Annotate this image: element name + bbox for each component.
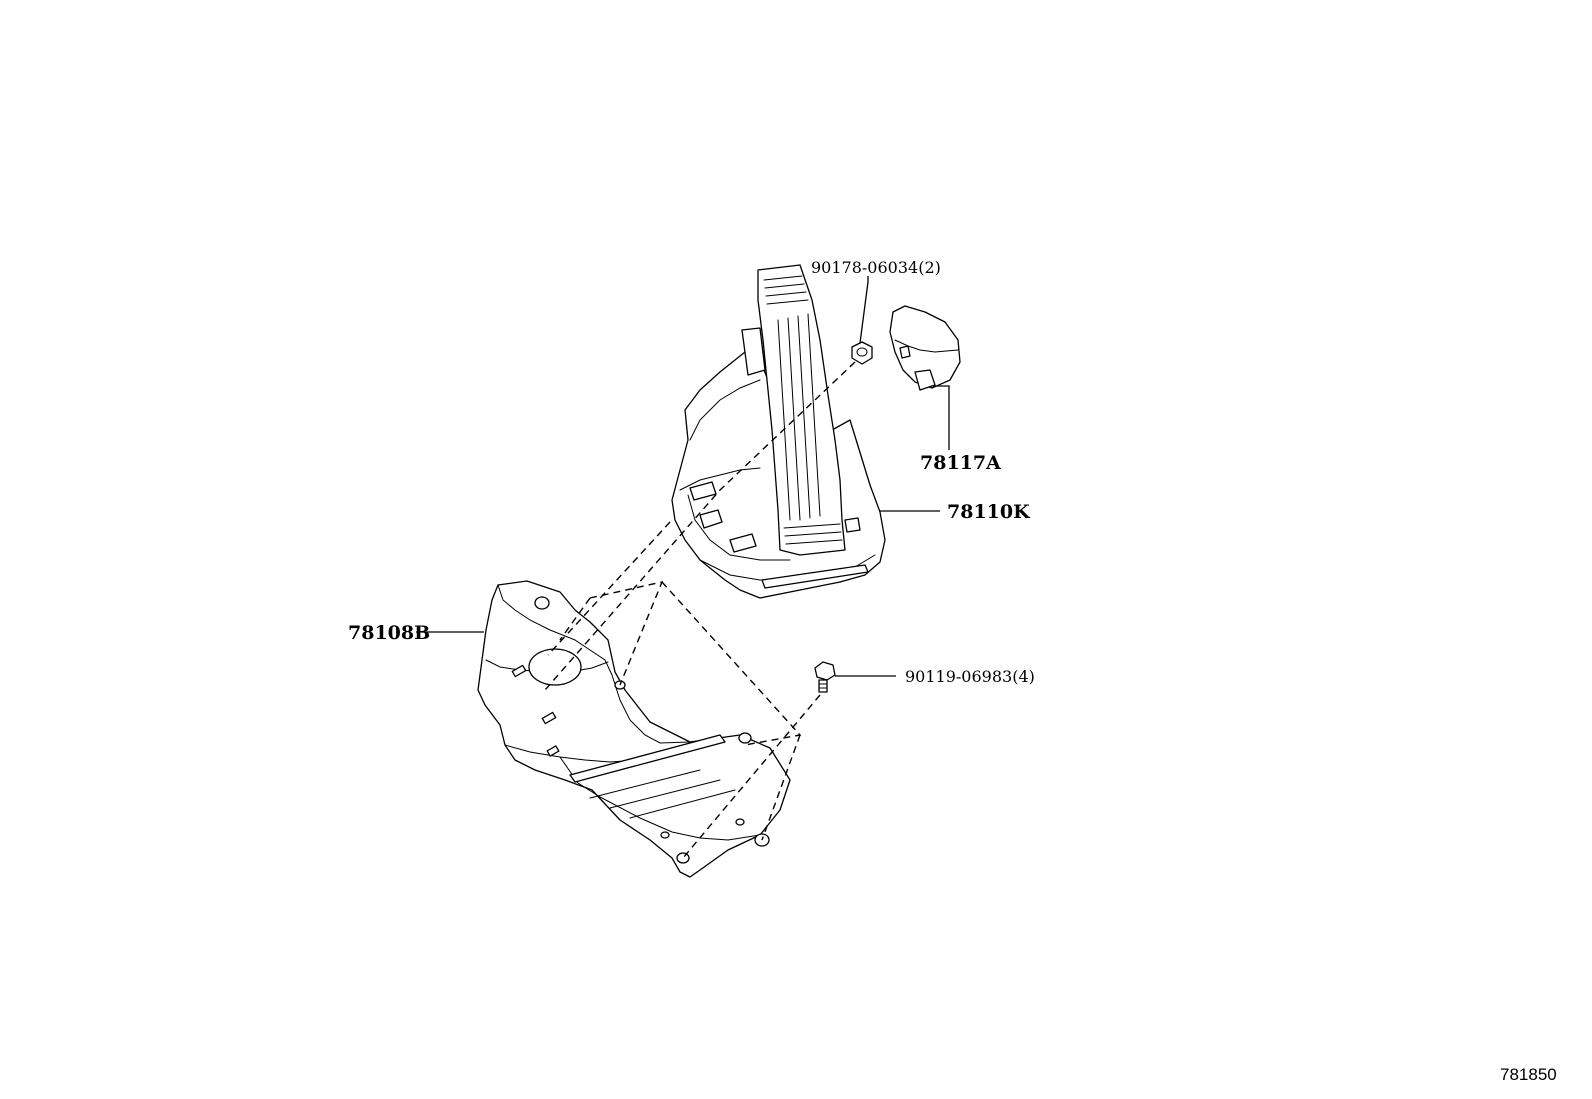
installation-lines	[544, 361, 856, 859]
leader-lines	[416, 276, 950, 677]
pedal-assembly-drawing	[671, 264, 886, 599]
callout-bolt: 90119-06983(4)	[905, 667, 1035, 686]
callout-bracket: 78108B	[348, 622, 430, 644]
callout-nut: 90178-06034(2)	[811, 258, 941, 277]
bolt-drawing	[814, 661, 836, 693]
bracket-drawing	[477, 580, 791, 878]
pedal-pad-drawing	[889, 305, 961, 391]
nut-drawing	[851, 341, 873, 365]
callout-pedal-assembly: 78110K	[947, 501, 1031, 523]
figure-number: 781850	[1500, 1065, 1557, 1084]
callout-pedal-pad: 78117A	[920, 452, 1001, 474]
